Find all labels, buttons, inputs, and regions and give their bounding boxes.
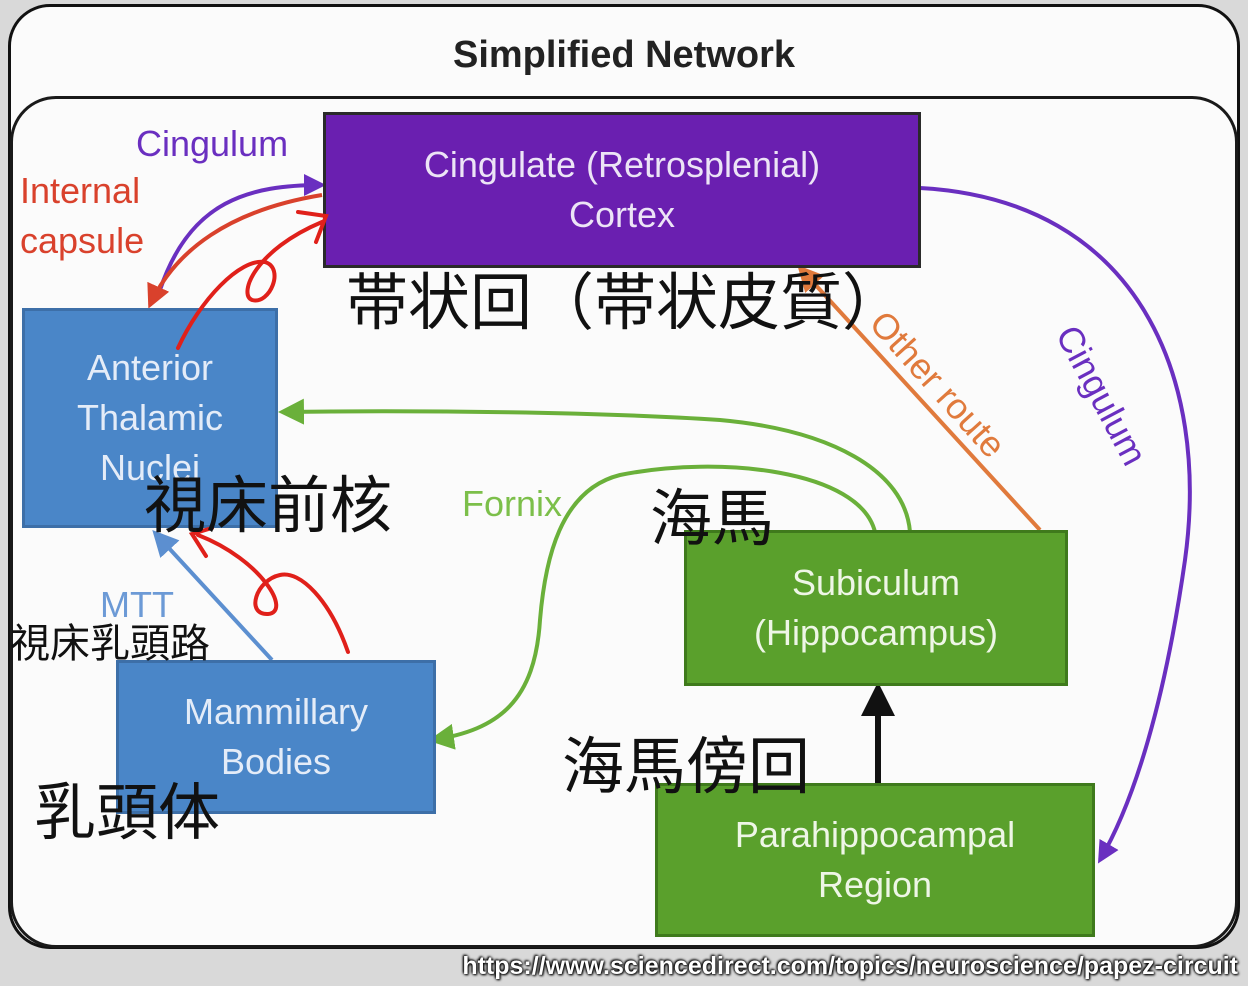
mtt-arrow: [152, 530, 274, 662]
other-route-arrow: [797, 265, 1042, 532]
anterior-thalamic-nuclei-box: Anterior Thalamic Nuclei: [22, 308, 278, 528]
parahippocampal-region-box: Parahippocampal Region: [655, 783, 1095, 937]
mtt-label: MTT: [100, 584, 174, 625]
cingulum-arrow-right: [919, 186, 1192, 864]
diagram-title: Simplified Network: [452, 34, 796, 76]
fornix-arrow-thalamus: [278, 398, 912, 533]
red-hand-arrow-lower: [196, 533, 350, 654]
red-hand-arrowhead-upper: [296, 210, 329, 244]
mammillary-bodies-box: Mammillary Bodies: [116, 660, 436, 814]
red-hand-arrowhead-lower: [188, 526, 214, 558]
fornix-label: Fornix: [462, 483, 563, 524]
jp-label-anterior-thalamic: 視床前核: [144, 469, 393, 542]
cingulum-label-left: Cingulum: [136, 123, 289, 164]
fornix-arrow-mammillary: [428, 464, 877, 750]
source-url: https://www.sciencedirect.com/topics/neu…: [462, 952, 1238, 980]
subiculum-box: Subiculum (Hippocampus): [684, 530, 1068, 686]
inner-frame: [10, 96, 1238, 948]
jp-label-cingulate: 帯状回（帯状皮質）: [346, 266, 905, 339]
cingulum-arrow-left: [158, 174, 326, 291]
jp-label-hippocampus: 海馬: [650, 482, 775, 555]
internal-capsule-arrow: [147, 193, 323, 309]
jp-label-mammillary: 乳頭体: [34, 776, 221, 849]
cingulate-cortex-box: Cingulate (Retrosplenial) Cortex: [323, 112, 921, 268]
internal-capsule-label: Internal capsule: [20, 170, 145, 261]
red-hand-arrow-upper: [176, 220, 324, 350]
jp-label-mtt: 視床乳頭路: [10, 621, 210, 667]
jp-label-parahippocampal: 海馬傍回: [562, 730, 811, 803]
